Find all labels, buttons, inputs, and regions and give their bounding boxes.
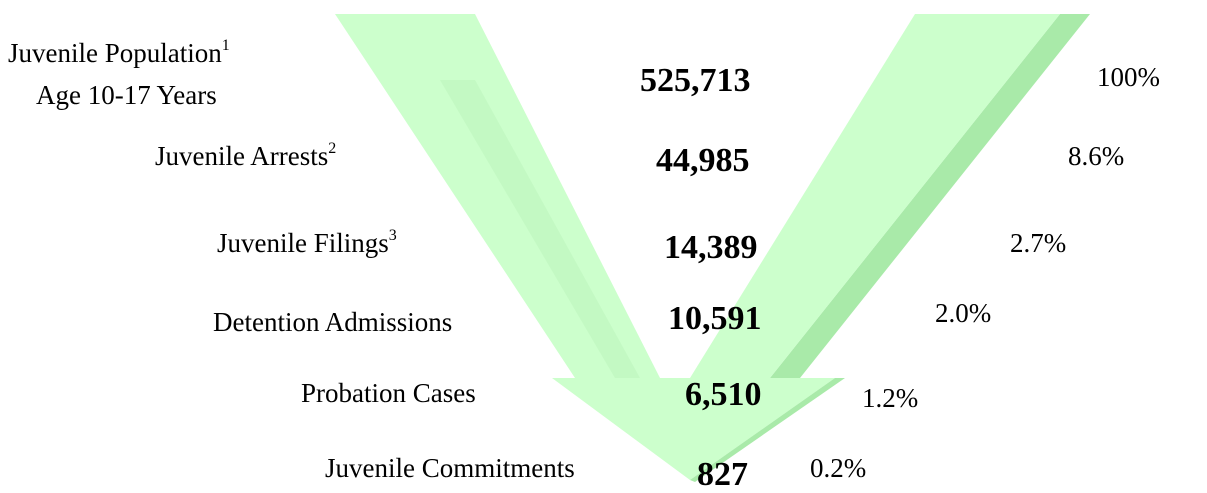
stage-label-probation-cases: Probation Cases	[301, 378, 476, 408]
stage-label-juvenile-population: Juvenile Population1	[8, 37, 230, 68]
stage-percent-detention-admissions: 2.0%	[935, 298, 992, 328]
stage-label-juvenile-filings: Juvenile Filings3	[217, 227, 397, 258]
stage-label-detention-admissions: Detention Admissions	[213, 307, 453, 337]
footnote-marker: 1	[221, 37, 230, 54]
arrow-left-arm-shade	[440, 80, 640, 378]
stage-value-detention-admissions: 10,591	[668, 300, 762, 337]
stage-label-juvenile-arrests: Juvenile Arrests2	[155, 140, 337, 171]
stage-label-juvenile-population-line2: Age 10-17 Years	[36, 80, 217, 110]
stage-label-juvenile-commitments: Juvenile Commitments	[325, 453, 575, 483]
stage-value-juvenile-population: 525,713	[640, 62, 751, 99]
stage-percent-juvenile-arrests: 8.6%	[1068, 141, 1125, 171]
footnote-marker: 2	[328, 140, 337, 157]
arrow-head	[552, 378, 835, 480]
arrow-head-shade	[690, 378, 845, 482]
stage-value-juvenile-arrests: 44,985	[656, 142, 750, 179]
footnote-marker: 3	[388, 227, 397, 244]
stage-value-probation-cases: 6,510	[685, 376, 762, 413]
stage-value-juvenile-filings: 14,389	[664, 229, 758, 266]
stage-percent-probation-cases: 1.2%	[862, 383, 919, 413]
stage-percent-juvenile-commitments: 0.2%	[810, 453, 867, 483]
stage-percent-juvenile-population: 100%	[1097, 62, 1160, 92]
arrow-right-arm-shade	[770, 14, 1090, 378]
stage-percent-juvenile-filings: 2.7%	[1010, 228, 1067, 258]
arrow-right-arm	[690, 14, 1060, 378]
stage-value-juvenile-commitments: 827	[697, 456, 748, 493]
